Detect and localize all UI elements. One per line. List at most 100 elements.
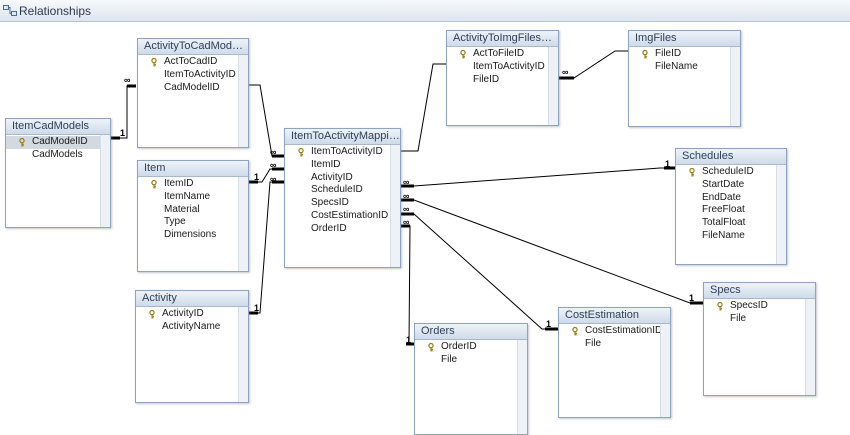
cardinality-one: 1 — [254, 303, 260, 313]
field-row[interactable]: ItemName — [138, 191, 238, 204]
field-row[interactable]: ScheduleID — [676, 166, 776, 179]
table-title[interactable]: Specs — [704, 283, 815, 299]
table-title[interactable]: ItemCadModels — [6, 119, 110, 135]
field-name: FileName — [655, 60, 698, 72]
field-row[interactable]: OrderID — [285, 223, 390, 236]
field-name: CostEstimationID — [585, 325, 663, 336]
table-scrollbar[interactable] — [517, 340, 527, 434]
field-row[interactable]: SpecsID — [285, 197, 390, 210]
field-row[interactable]: ItemID — [138, 178, 238, 191]
table-title[interactable]: ImgFiles — [629, 31, 740, 47]
field-row[interactable]: CadModelID — [138, 82, 238, 95]
cardinality-one: 1 — [546, 319, 552, 329]
field-row[interactable]: Type — [138, 216, 238, 229]
table-scrollbar[interactable] — [238, 55, 248, 147]
field-row[interactable]: ItemToActivityID — [447, 61, 548, 74]
field-row[interactable]: File — [559, 338, 660, 351]
field-row[interactable]: FileName — [676, 230, 776, 243]
field-row[interactable]: EndDate — [676, 192, 776, 205]
table-title[interactable]: ActivityToCadModel... — [138, 39, 248, 55]
field-row[interactable]: ItemID — [285, 159, 390, 172]
field-row[interactable]: Material — [138, 204, 238, 217]
field-row[interactable]: ItemToActivityID — [138, 69, 238, 82]
field-name: SpecsID — [311, 197, 349, 209]
table-title[interactable]: CostEstimation — [559, 308, 670, 324]
table-title[interactable]: Schedules — [676, 149, 786, 165]
cardinality-many: ∞ — [270, 174, 277, 184]
cardinality-one: 1 — [120, 128, 126, 138]
field-row[interactable]: FreeFloat — [676, 204, 776, 217]
table-activitytoimgfilesmapping[interactable]: ActivityToImgFilesMa... ActToFileID ItemT… — [446, 30, 559, 126]
primary-key-icon — [717, 302, 723, 311]
field-row[interactable]: ActivityID — [285, 172, 390, 185]
field-row[interactable]: CadModelID — [6, 136, 100, 149]
field-list: CadModelID CadModels — [6, 135, 100, 227]
field-row[interactable]: ActToFileID — [447, 48, 548, 61]
field-name: File — [585, 337, 602, 349]
table-scrollbar[interactable] — [238, 177, 248, 271]
field-row[interactable]: FileName — [629, 61, 730, 74]
table-scrollbar[interactable] — [776, 165, 786, 264]
table-scrollbar[interactable] — [730, 47, 740, 126]
field-name: ItemToActivityID — [164, 68, 236, 80]
table-scrollbar[interactable] — [548, 47, 558, 125]
field-name: ActToFileID — [473, 48, 525, 59]
field-row[interactable]: CostEstimationID — [285, 210, 390, 223]
cardinality-many: ∞ — [562, 67, 569, 77]
cardinality-one: 1 — [254, 172, 260, 182]
field-row[interactable]: File — [704, 313, 805, 326]
field-name: ActivityID — [311, 171, 353, 183]
table-title[interactable]: Orders — [415, 324, 527, 340]
field-row[interactable]: ActivityName — [136, 321, 238, 334]
table-title[interactable]: Item — [138, 161, 248, 177]
table-title[interactable]: ItemToActivityMapping — [285, 129, 400, 145]
table-itemcadmodels[interactable]: ItemCadModels CadModelID CadModels — [5, 118, 111, 228]
field-row[interactable]: ScheduleID — [285, 184, 390, 197]
field-row[interactable]: OrderID — [415, 341, 517, 354]
table-scrollbar[interactable] — [390, 145, 400, 267]
field-name: ItemID — [164, 178, 194, 189]
field-row[interactable]: Dimensions — [138, 229, 238, 242]
field-name: FileID — [473, 73, 500, 85]
field-row[interactable]: ActToCadID — [138, 56, 238, 69]
primary-key-icon — [149, 310, 155, 319]
primary-key-icon — [572, 327, 578, 336]
cardinality-many: ∞ — [403, 177, 410, 187]
primary-key-icon — [151, 58, 157, 67]
field-row[interactable]: FileID — [447, 74, 548, 87]
field-row[interactable]: StartDate — [676, 179, 776, 192]
field-name: TotalFloat — [702, 217, 746, 229]
table-scrollbar[interactable] — [660, 324, 670, 417]
field-row[interactable]: ItemToActivityID — [285, 146, 390, 159]
table-scrollbar[interactable] — [100, 135, 110, 227]
window-title: Relationships — [19, 4, 92, 18]
cardinality-one: 1 — [406, 335, 412, 345]
field-row[interactable]: File — [415, 354, 517, 367]
cardinality-one: 1 — [665, 159, 671, 169]
table-title[interactable]: Activity — [136, 291, 248, 307]
field-name: CadModelID — [32, 136, 88, 147]
primary-key-icon — [298, 148, 304, 157]
field-row[interactable]: CostEstimationID — [559, 325, 663, 338]
table-scrollbar[interactable] — [238, 307, 248, 402]
field-row[interactable]: CadModels — [6, 149, 100, 162]
field-name: ActivityName — [162, 320, 221, 332]
field-row[interactable]: TotalFloat — [676, 217, 776, 230]
table-scrollbar[interactable] — [805, 299, 815, 395]
field-row[interactable]: FileID — [629, 48, 730, 61]
field-row[interactable]: SpecsID — [704, 300, 805, 313]
field-row[interactable]: ActivityID — [136, 308, 238, 321]
table-title[interactable]: ActivityToImgFilesMa... — [447, 31, 558, 47]
